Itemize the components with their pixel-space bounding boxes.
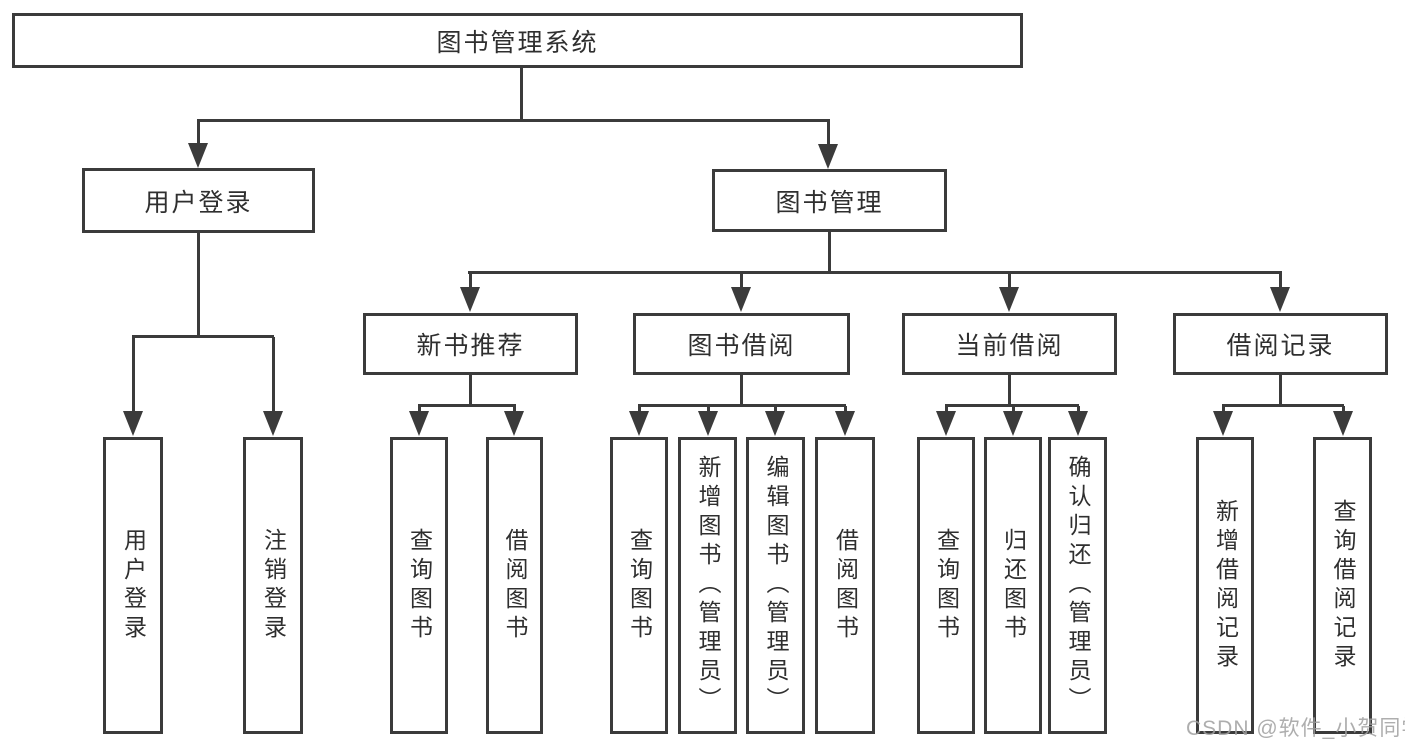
arrow-down-icon [1333, 411, 1353, 436]
connector-line [418, 404, 516, 407]
connector-line [132, 335, 274, 338]
node-book-borrow: 图书借阅 [633, 313, 850, 375]
leaf-logout: 注销登录 [243, 437, 303, 734]
arrow-down-icon [1213, 411, 1233, 436]
leaf-add-borrow-record: 新增借阅记录 [1196, 437, 1254, 734]
arrow-down-icon [1270, 287, 1290, 312]
arrow-down-icon [765, 411, 785, 436]
arrow-down-icon [460, 287, 480, 312]
arrow-down-icon [188, 143, 208, 168]
leaf-query-books-recommend: 查询图书 [390, 437, 448, 734]
node-new-book-recommend: 新书推荐 [363, 313, 578, 375]
arrow-down-icon [123, 411, 143, 436]
arrow-down-icon [504, 411, 524, 436]
connector-line [469, 375, 472, 406]
connector-line [197, 119, 830, 122]
arrow-down-icon [629, 411, 649, 436]
arrow-down-icon [999, 287, 1019, 312]
connector-line [197, 232, 200, 337]
arrow-down-icon [1003, 411, 1023, 436]
connector-line [945, 404, 1079, 407]
connector-line [1222, 404, 1344, 407]
connector-line [197, 121, 200, 146]
leaf-edit-book-admin: 编辑图书（管理员） [746, 437, 805, 734]
connector-line [828, 231, 831, 274]
leaf-confirm-return-admin: 确认归还（管理员） [1048, 437, 1107, 734]
connector-line [1279, 274, 1282, 290]
arrow-down-icon [835, 411, 855, 436]
node-library-system: 图书管理系统 [12, 13, 1023, 68]
connector-line [638, 404, 846, 407]
node-current-borrow: 当前借阅 [902, 313, 1117, 375]
leaf-query-borrow-record: 查询借阅记录 [1313, 437, 1372, 734]
arrow-down-icon [818, 144, 838, 169]
node-user-login: 用户登录 [82, 168, 315, 233]
arrow-down-icon [1068, 411, 1088, 436]
connector-line [1279, 375, 1282, 406]
connector-line [1008, 375, 1011, 406]
connector-line [132, 337, 135, 415]
leaf-return-books: 归还图书 [984, 437, 1042, 734]
connector-line [740, 375, 743, 406]
node-borrow-records: 借阅记录 [1173, 313, 1388, 375]
leaf-query-books-borrow: 查询图书 [610, 437, 668, 734]
arrow-down-icon [409, 411, 429, 436]
leaf-borrow-books-borrow: 借阅图书 [815, 437, 875, 734]
arrow-down-icon [731, 287, 751, 312]
leaf-add-book-admin: 新增图书（管理员） [678, 437, 737, 734]
leaf-user-login: 用户登录 [103, 437, 163, 734]
connector-line [272, 337, 275, 415]
arrow-down-icon [698, 411, 718, 436]
arrow-down-icon [263, 411, 283, 436]
connector-line [827, 121, 830, 147]
leaf-borrow-books-recommend: 借阅图书 [486, 437, 543, 734]
connector-line [469, 274, 472, 290]
connector-line [468, 271, 1282, 274]
node-book-management: 图书管理 [712, 169, 947, 232]
connector-line [1008, 274, 1011, 290]
connector-line [740, 274, 743, 290]
connector-line [520, 68, 523, 121]
arrow-down-icon [936, 411, 956, 436]
watermark: CSDN @软件_小贺同学 [1186, 717, 1405, 740]
leaf-query-books-current: 查询图书 [917, 437, 975, 734]
